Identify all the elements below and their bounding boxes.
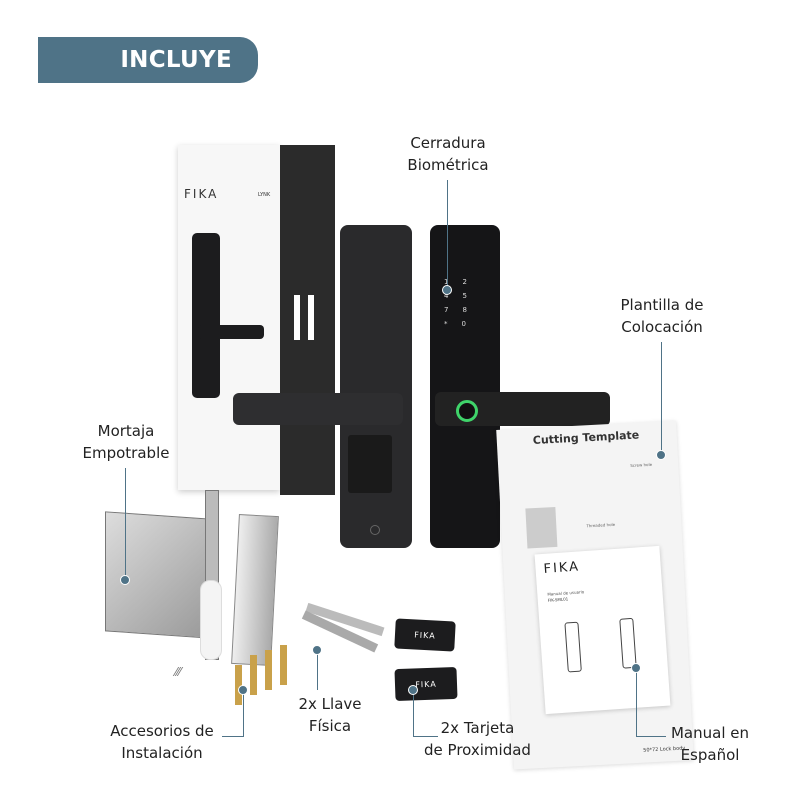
label-accessories: Accesorios de Instalación (100, 720, 224, 764)
leader-line (125, 468, 126, 580)
label-template: Plantilla de Colocación (602, 294, 722, 338)
pointer-dot (631, 663, 641, 673)
mortise-lock-body (105, 511, 210, 639)
label-line: Plantilla de (620, 296, 704, 314)
label-line: Cerradura (410, 134, 486, 152)
template-note: Threaded hole (586, 521, 616, 529)
leader-line (413, 690, 414, 736)
box-side (280, 145, 335, 495)
user-manual: FIKA Manual de usuario FIK-SML01 (534, 545, 671, 715)
keys (295, 602, 385, 655)
pointer-dot (442, 285, 452, 295)
template-title: Cutting Template (532, 428, 640, 448)
pointer-dot (238, 685, 248, 695)
proximity-card: FIKA (394, 618, 456, 652)
brass-anchors (235, 645, 295, 705)
pointer-dot (408, 685, 418, 695)
pointer-dot (656, 450, 666, 460)
leader-line (636, 668, 637, 736)
label-manual: Manual en Español (660, 722, 760, 766)
box-brand: FIKA (184, 187, 219, 201)
leader-line (413, 736, 438, 737)
leader-line (447, 180, 448, 290)
leader-line (243, 690, 244, 737)
includes-banner: INCLUYE (38, 37, 258, 83)
label-line: Accesorios de (110, 722, 214, 740)
label-line: Colocación (621, 318, 703, 336)
label-line: Mortaja (97, 422, 155, 440)
product-box: FIKA LYNK (178, 145, 280, 490)
fingerprint-sensor-icon (456, 400, 478, 422)
label-cards: 2x Tarjeta de Proximidad (415, 717, 540, 761)
banner-title: INCLUYE (120, 47, 232, 73)
label-line: Física (308, 717, 352, 735)
card-brand: FIKA (413, 629, 436, 641)
box-handle-image (198, 325, 264, 339)
screws: ⁄⁄⁄ (175, 665, 182, 679)
label-line: Instalación (121, 744, 203, 762)
lock-back-plate (340, 225, 412, 548)
plastic-box (200, 580, 222, 660)
pointer-dot (312, 645, 322, 655)
leader-line (636, 736, 666, 737)
label-line: 2x Llave (298, 695, 362, 713)
strike-plate (231, 514, 279, 666)
label-line: Español (680, 746, 740, 764)
leader-line (317, 650, 318, 690)
pointer-dot (120, 575, 130, 585)
box-lock-image (192, 233, 220, 398)
leader-line (661, 342, 662, 454)
label-line: 2x Tarjeta (440, 719, 515, 737)
proximity-card: FIKA (394, 666, 458, 702)
label-line: Manual en (670, 724, 749, 742)
label-line: de Proximidad (424, 741, 531, 759)
manual-model: FIK-SML01 (547, 596, 569, 603)
box-model: LYNK (258, 192, 271, 198)
template-note: Screw hole (630, 461, 653, 468)
lock-back-handle (233, 393, 403, 425)
manual-brand: FIKA (543, 559, 581, 577)
label-line: Empotrable (82, 444, 170, 462)
label-line: Biométrica (407, 156, 489, 174)
card-brand: FIKA (415, 679, 437, 689)
leader-line (222, 736, 243, 737)
